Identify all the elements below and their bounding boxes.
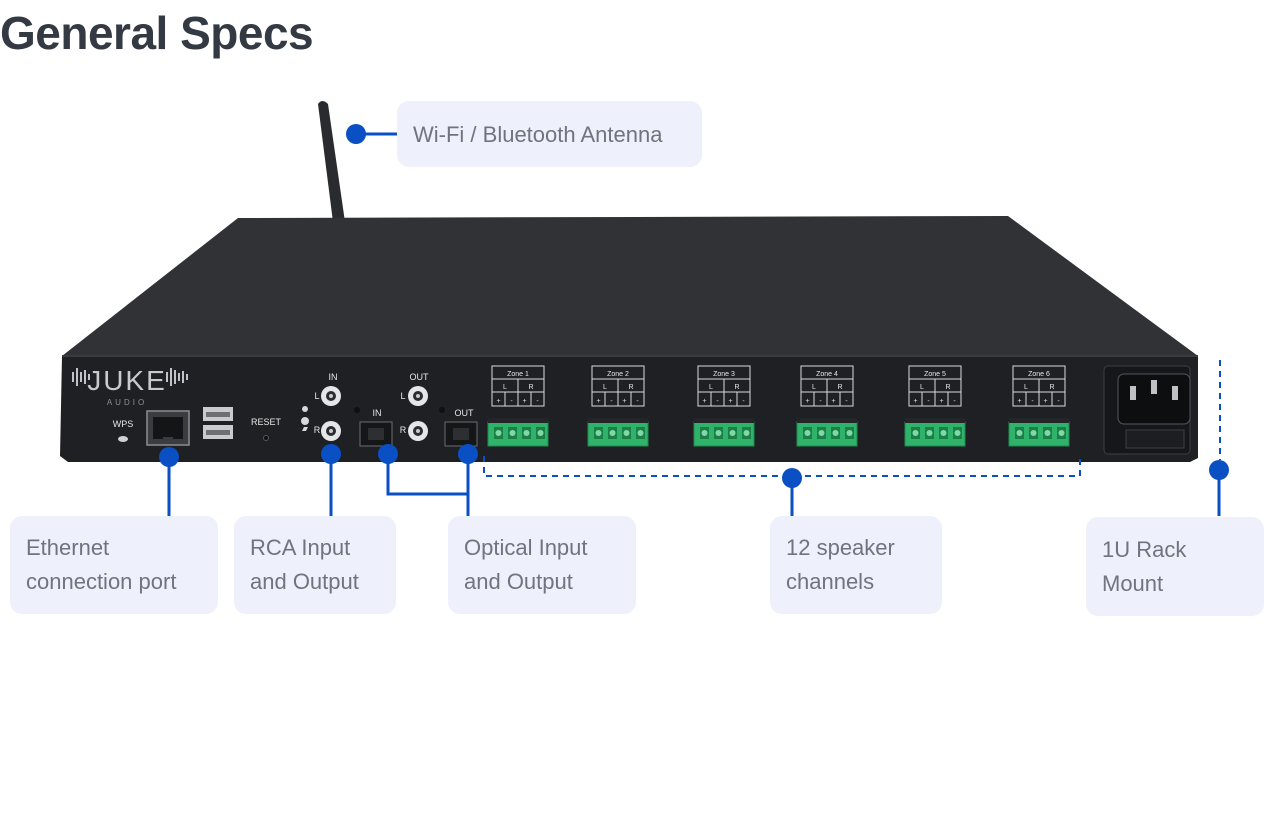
callout-rca-line2: and Output bbox=[250, 569, 359, 594]
reset-button[interactable] bbox=[263, 435, 269, 441]
callout-speakers: 12 speaker channels bbox=[770, 516, 942, 614]
zone-channel-label: R bbox=[628, 384, 633, 391]
zone-channel-label: L bbox=[920, 384, 924, 391]
zone-channel-label: R bbox=[1049, 384, 1054, 391]
zone-polarity-label: - bbox=[927, 398, 930, 405]
zone-polarity-label: + bbox=[522, 398, 526, 405]
zone-polarity-label: - bbox=[1057, 398, 1060, 405]
callout-speakers-line1: 12 speaker bbox=[786, 535, 895, 560]
zone-polarity-label: + bbox=[939, 398, 943, 405]
zone-polarity-label: + bbox=[702, 398, 706, 405]
wps-button[interactable] bbox=[118, 436, 128, 442]
zone-polarity-label: - bbox=[742, 398, 745, 405]
callout-ethernet-line2: connection port bbox=[26, 569, 177, 594]
zone-polarity-label: + bbox=[496, 398, 500, 405]
rca-out-label: OUT bbox=[410, 372, 430, 382]
rca-in-r-label: R bbox=[314, 425, 321, 435]
zone-polarity-label: - bbox=[1031, 398, 1034, 405]
zone-polarity-label: - bbox=[510, 398, 513, 405]
callout-antenna: Wi-Fi / Bluetooth Antenna bbox=[397, 101, 702, 167]
callout-rack-line2: Mount bbox=[1102, 571, 1164, 596]
rca-in-label: IN bbox=[329, 372, 338, 382]
zone-name: Zone 5 bbox=[924, 371, 946, 378]
callout-speakers-line2: channels bbox=[786, 569, 875, 594]
zone-polarity-label: + bbox=[622, 398, 626, 405]
zone-name: Zone 3 bbox=[713, 371, 735, 378]
zone-channel-label: R bbox=[734, 384, 739, 391]
zone-channel-label: R bbox=[528, 384, 533, 391]
usb-ports[interactable] bbox=[203, 407, 233, 439]
zone-polarity-label: - bbox=[536, 398, 539, 405]
optical-out-led bbox=[439, 407, 445, 413]
zone-polarity-label: - bbox=[610, 398, 613, 405]
status-icons bbox=[301, 406, 309, 437]
wps-label: WPS bbox=[113, 419, 134, 429]
power-inlet[interactable] bbox=[1103, 365, 1191, 455]
zone-polarity-label: - bbox=[953, 398, 956, 405]
zone-channel-label: L bbox=[812, 384, 816, 391]
callout-ethernet: Ethernet connection port bbox=[10, 516, 218, 614]
callout-optical-line1: Optical Input bbox=[464, 535, 588, 560]
zone-channel-label: L bbox=[603, 384, 607, 391]
zone-name: Zone 2 bbox=[607, 371, 629, 378]
antenna bbox=[318, 101, 345, 222]
optical-out-port[interactable] bbox=[444, 421, 478, 447]
zone-channel-label: R bbox=[945, 384, 950, 391]
callout-rack: 1U Rack Mount bbox=[1086, 517, 1264, 616]
zone-polarity-label: + bbox=[728, 398, 732, 405]
callout-antenna-text: Wi-Fi / Bluetooth Antenna bbox=[413, 122, 663, 147]
callout-optical: Optical Input and Output bbox=[448, 516, 636, 614]
zone-polarity-label: - bbox=[819, 398, 822, 405]
chassis-top bbox=[62, 216, 1198, 356]
brand-subtitle: AUDIO bbox=[107, 398, 147, 407]
zone-channel-label: L bbox=[709, 384, 713, 391]
optical-in-label: IN bbox=[373, 408, 382, 418]
zone-polarity-label: + bbox=[805, 398, 809, 405]
zone-polarity-label: + bbox=[831, 398, 835, 405]
rca-out-jacks[interactable] bbox=[408, 386, 428, 441]
zone-channel-label: L bbox=[503, 384, 507, 391]
speaker-bracket bbox=[483, 360, 1221, 477]
callout-rca: RCA Input and Output bbox=[234, 516, 396, 614]
zone-polarity-label: - bbox=[636, 398, 639, 405]
zone-polarity-label: - bbox=[716, 398, 719, 405]
zone-channel-label: R bbox=[837, 384, 842, 391]
zone-polarity-label: - bbox=[845, 398, 848, 405]
optical-in-led bbox=[354, 407, 360, 413]
zone-name: Zone 4 bbox=[816, 371, 838, 378]
zone-channel-label: L bbox=[1024, 384, 1028, 391]
ethernet-port[interactable] bbox=[146, 410, 190, 446]
callout-rca-line1: RCA Input bbox=[250, 535, 351, 560]
reset-label: RESET bbox=[251, 417, 282, 427]
zone-name: Zone 1 bbox=[507, 371, 529, 378]
brand-logo: JUKE AUDIO bbox=[72, 365, 188, 407]
optical-out-label: OUT bbox=[455, 408, 475, 418]
callout-rack-line1: 1U Rack bbox=[1102, 537, 1187, 562]
rca-out-r-label: R bbox=[400, 425, 407, 435]
zone-name: Zone 6 bbox=[1028, 371, 1050, 378]
zone-polarity-label: + bbox=[913, 398, 917, 405]
callout-optical-line2: and Output bbox=[464, 569, 573, 594]
rca-out-l-label: L bbox=[400, 391, 405, 401]
optical-in-port[interactable] bbox=[359, 421, 393, 447]
zone-polarity-label: + bbox=[596, 398, 600, 405]
brand-name: JUKE bbox=[87, 365, 167, 396]
callout-ethernet-line1: Ethernet bbox=[26, 535, 110, 560]
rca-in-l-label: L bbox=[314, 391, 319, 401]
page-title: General Specs bbox=[0, 7, 314, 59]
zone-polarity-label: + bbox=[1043, 398, 1047, 405]
zone-polarity-label: + bbox=[1017, 398, 1021, 405]
callout-dots bbox=[159, 124, 1229, 488]
rca-in-jacks[interactable] bbox=[321, 386, 341, 441]
